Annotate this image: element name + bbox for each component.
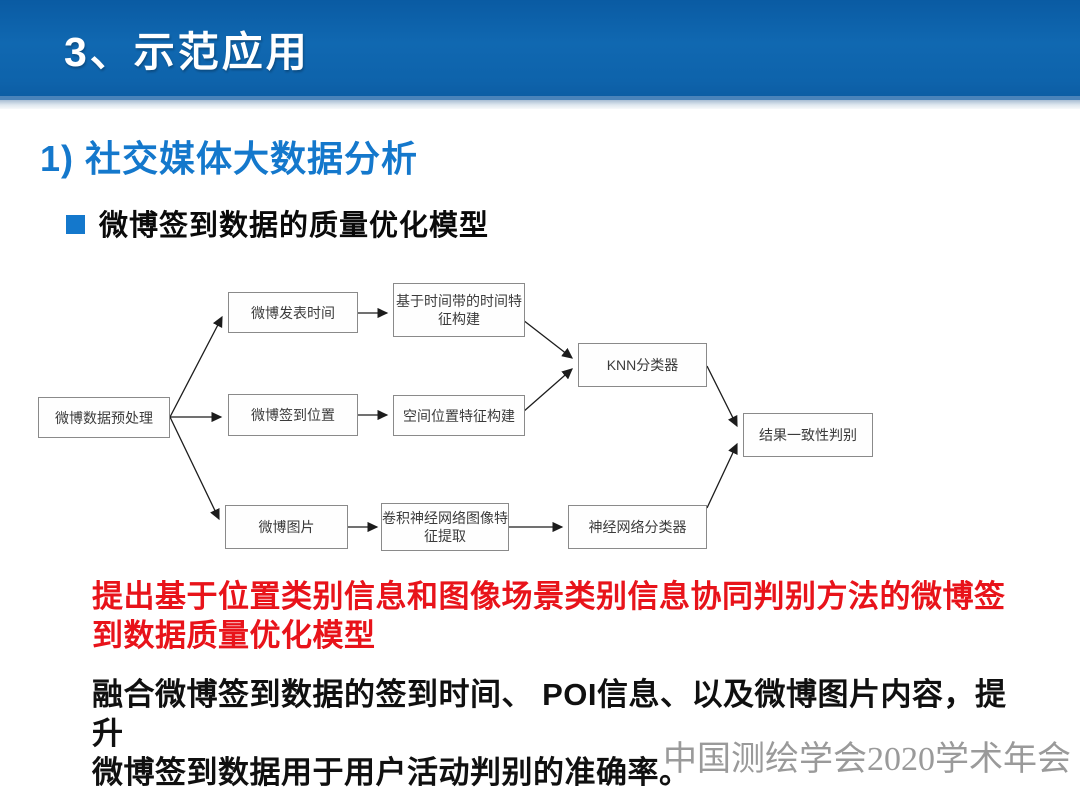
highlight-paragraph: 提出基于位置类别信息和图像场景类别信息协同判别方法的微博签 到数据质量优化模型: [92, 577, 1032, 655]
section-heading: 1) 社交媒体大数据分析: [40, 138, 419, 179]
arrow-knn-to-result: [706, 365, 738, 428]
header-stripe-silver: [0, 100, 1080, 109]
watermark: 中国测绘学会2020学术年会: [663, 741, 1071, 778]
summary-line-2: 微博签到数据用于用户活动判别的准确率。: [92, 755, 691, 790]
arrow-time-feature-to-knn: [522, 319, 574, 359]
arrow-nn-classifier-to-result: [706, 442, 738, 509]
flowchart-node-preprocess: 微博数据预处理: [38, 397, 170, 438]
summary-paragraph: 融合微博签到数据的签到时间、 POI信息、以及微博图片内容，提升 微博签到数据用…: [92, 675, 1032, 792]
flowchart: 微博数据预处理 微博发表时间 基于时间带的时间特征构建 微博签到位置 空间位置特…: [0, 270, 1080, 570]
arrow-spatial-feature-to-knn: [522, 368, 573, 413]
flowchart-node-time-feature: 基于时间带的时间特征构建: [393, 283, 525, 337]
highlight-line-2: 到数据质量优化模型: [92, 618, 376, 653]
flowchart-node-result: 结果一致性判别: [743, 413, 873, 457]
flowchart-node-post-time: 微博发表时间: [228, 292, 358, 333]
bullet-heading: 微博签到数据的质量优化模型: [99, 210, 490, 242]
arrow-preprocess-to-weibo-image: [169, 416, 220, 521]
flowchart-node-weibo-image: 微博图片: [225, 505, 348, 549]
flowchart-node-checkin-location: 微博签到位置: [228, 394, 358, 436]
bullet-square-icon: [66, 215, 85, 234]
flowchart-node-spatial-feature: 空间位置特征构建: [393, 395, 525, 436]
header-stripe-blue: [0, 96, 1080, 100]
slide-title: 3、示范应用: [64, 29, 310, 75]
bullet-row: 微博签到数据的质量优化模型: [66, 202, 489, 244]
flowchart-node-cnn-feature: 卷积神经网络图像特征提取: [381, 503, 509, 551]
flowchart-node-knn: KNN分类器: [578, 343, 707, 387]
arrow-preprocess-to-post-time: [169, 315, 223, 418]
highlight-line-1: 提出基于位置类别信息和图像场景类别信息协同判别方法的微博签: [92, 579, 1006, 614]
flowchart-arrows: [169, 307, 738, 533]
slide-header: 3、示范应用: [0, 0, 1080, 96]
flowchart-node-nn-classifier: 神经网络分类器: [568, 505, 707, 549]
summary-line-1: 融合微博签到数据的签到时间、 POI信息、以及微博图片内容，提升: [92, 677, 1007, 751]
